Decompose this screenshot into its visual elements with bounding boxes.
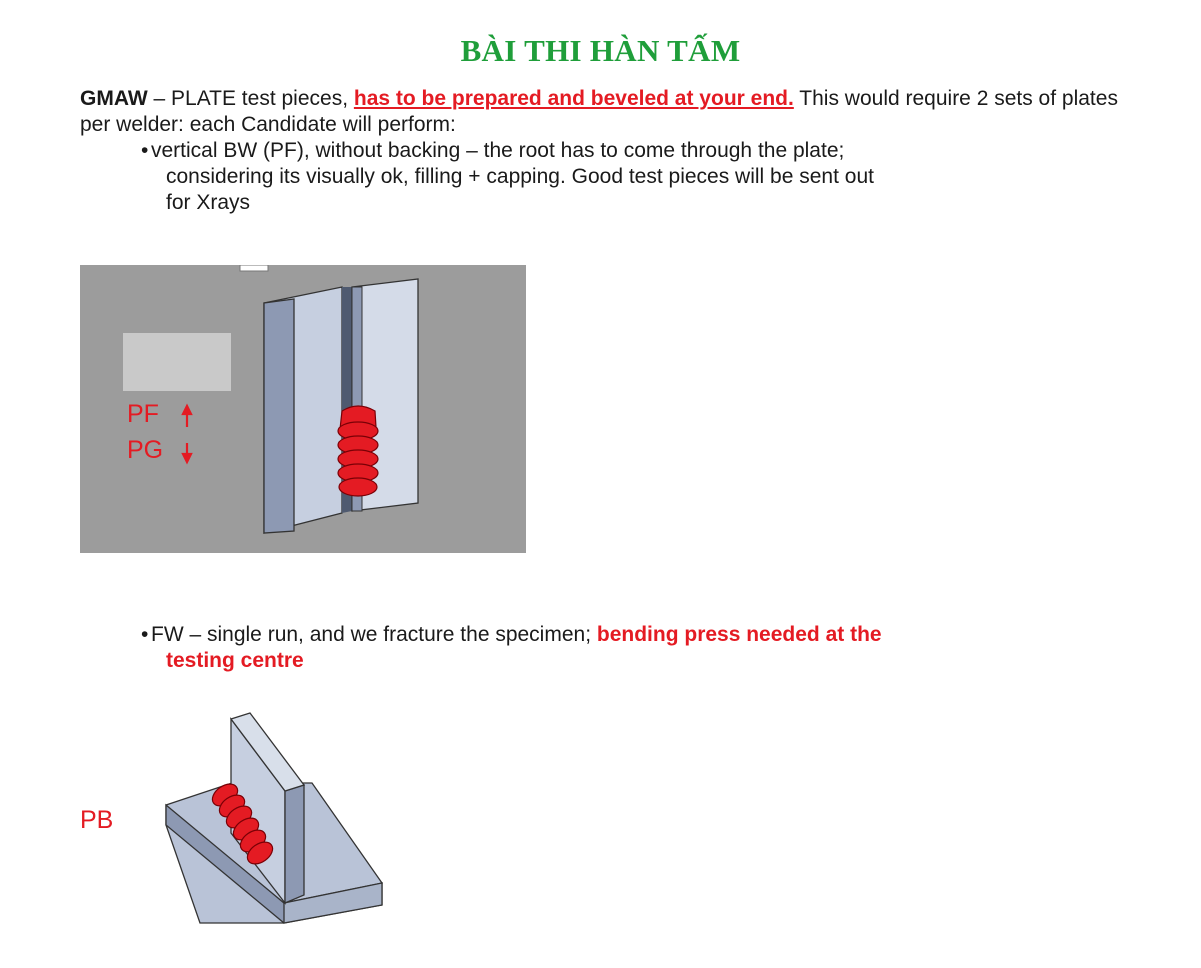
weld-bead [211,783,274,865]
intro-paragraph: GMAW – PLATE test pieces, has to be prep… [80,86,1130,138]
bullet2-highlight-2: testing centre [166,649,304,672]
bullet-fillet-weld: •FW – single run, and we fracture the sp… [141,622,1101,674]
bullet-dot: • [141,623,149,646]
position-label-pg: PG [127,436,163,464]
bullet1-line3: for Xrays [166,191,251,214]
position-label-pf: PF [127,400,159,428]
bullet1-line1: vertical BW (PF), without backing – the … [151,139,845,162]
weld-bead [337,405,379,497]
bullet-dot: • [141,139,149,162]
fillet-weld-figure: PB [80,712,383,924]
bullet2-highlight-1: bending press needed at the [596,623,882,646]
intro-tail: This would require 2 sets of plates per … [80,87,1118,136]
intro-text: – PLATE test pieces, [147,87,354,110]
position-label-pb: PB [80,806,113,834]
bullet1-line2: considering its visually ok, filling + c… [166,165,874,188]
vertical-butt-weld-figure: PF PG [80,265,526,553]
intro-highlight: has to be prepared and beveled at your e… [353,87,794,110]
process-name: GMAW [80,87,148,110]
bullet2-text: FW – single run, and we fracture the spe… [151,623,597,646]
page-title: BÀI THI HÀN TẤM [460,33,741,68]
bullet-vertical-bw: •vertical BW (PF), without backing – the… [141,138,1101,216]
